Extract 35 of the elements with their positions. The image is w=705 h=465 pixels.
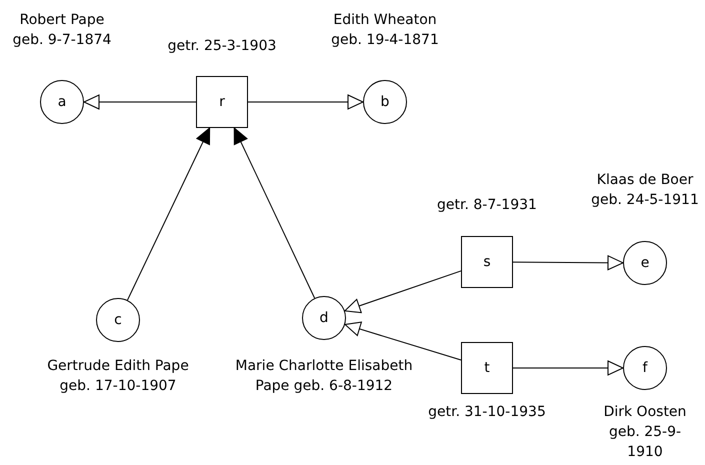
arrow xyxy=(84,94,196,110)
person-circle xyxy=(623,346,667,390)
node-label: t xyxy=(484,361,490,375)
node-label: d xyxy=(320,311,328,325)
node-label: e xyxy=(640,256,650,270)
person-circle xyxy=(302,296,346,340)
marriage-date: getr. 8-7-1931 xyxy=(436,196,538,215)
node-label: f xyxy=(642,361,648,375)
person-caption: Marie Charlotte Elisabeth Pape geb. 6-8-1912 xyxy=(234,357,414,396)
node-label: b xyxy=(380,95,390,109)
person-caption: Gertrude Edith Pape geb. 17-10-1907 xyxy=(46,357,190,396)
person-caption: Edith Wheaton geb. 19-4-1871 xyxy=(330,11,440,50)
marriage-date: getr. 25-3-1903 xyxy=(166,37,278,56)
arrow xyxy=(234,128,316,299)
person-circle xyxy=(623,241,667,285)
arrow xyxy=(344,270,462,314)
marriage-square xyxy=(196,76,248,128)
marriage-date: getr. 31-10-1935 xyxy=(427,403,547,422)
node-label: s xyxy=(483,255,491,269)
person-circle xyxy=(40,80,84,124)
node-label: r xyxy=(219,95,225,109)
arrow xyxy=(512,360,624,376)
arrow xyxy=(248,94,364,110)
person-circle xyxy=(363,80,407,124)
node-label: c xyxy=(114,313,122,327)
person-caption: Dirk Oosten geb. 25-9-1910 xyxy=(602,403,688,462)
node-label: a xyxy=(58,95,66,109)
arrow xyxy=(512,255,624,270)
person-caption: Robert Pape geb. 9-7-1874 xyxy=(12,11,112,50)
arrow xyxy=(126,128,210,301)
arrow xyxy=(344,322,462,361)
person-circle xyxy=(96,298,140,342)
marriage-square xyxy=(461,236,513,288)
person-caption: Klaas de Boer geb. 24-5-1911 xyxy=(590,171,700,210)
marriage-square xyxy=(461,342,513,394)
